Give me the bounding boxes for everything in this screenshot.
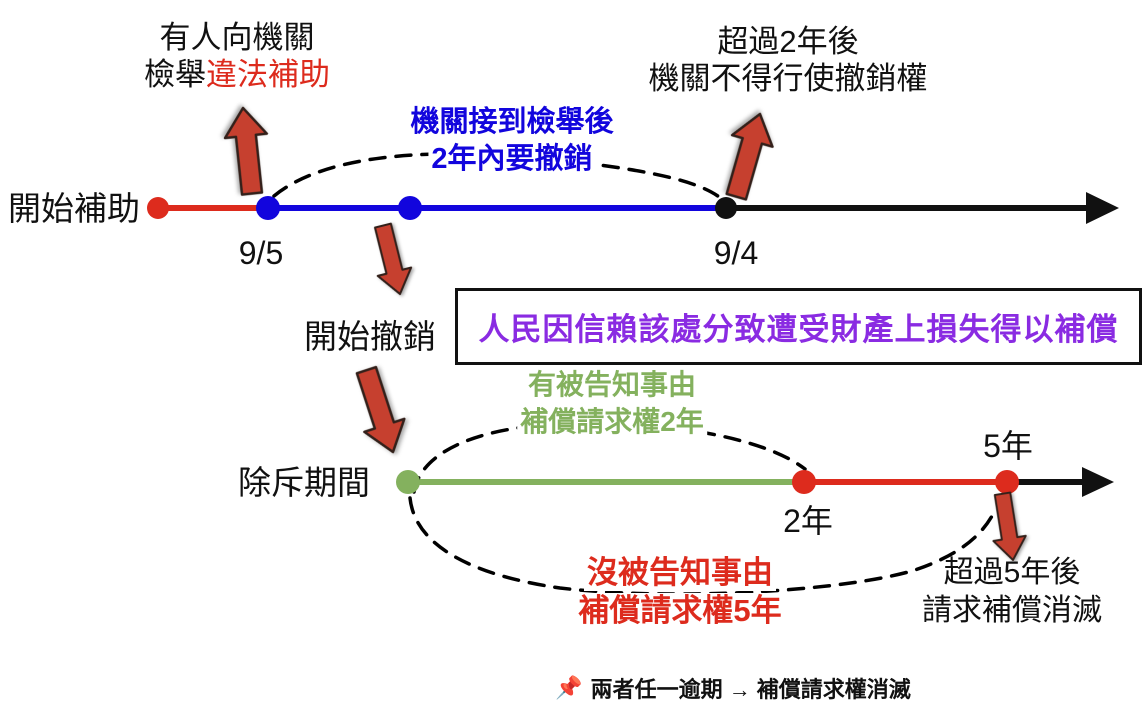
exclusion-period-label: 除斥期間: [238, 464, 370, 501]
expiry-up-arrow-icon: [725, 112, 774, 201]
bottom-timeline-arrowhead: [1082, 467, 1114, 497]
five-year-expiry-line1: 超過5年後: [943, 556, 1081, 589]
pushpin-icon: 📌: [555, 675, 583, 700]
two-year-expiry-line1: 超過2年後: [717, 24, 859, 59]
subsidy-start-label: 開始補助: [8, 190, 140, 227]
tick-5-years: 5年: [983, 428, 1033, 464]
report-label-line2-black: 檢舉: [144, 57, 206, 92]
exclusion-start-dot: [396, 470, 420, 494]
exclusion-down-arrow-icon: [355, 365, 406, 454]
compensation-box-text: 人民因信賴該處分致遭受財產上損失得以補償: [478, 312, 1119, 347]
tick-9-4: 9/4: [713, 235, 759, 271]
ellipse-bottom-dashed-arc: [408, 496, 994, 596]
footer-note-text: 兩者任一逾期 → 補償請求權消滅: [590, 677, 911, 702]
compensation-box: 人民因信賴該處分致遭受財產上損失得以補償: [455, 288, 1142, 365]
two-year-claim-dot: [792, 470, 816, 494]
informed-note-line2: 補償請求權2年: [517, 406, 707, 439]
tick-2-years: 2年: [783, 503, 833, 539]
five-year-claim-dot: [995, 470, 1019, 494]
not-informed-note-line1: 沒被告知事由: [584, 555, 776, 591]
two-year-limit-dot: [715, 197, 737, 219]
revoke-down-arrow-icon: [373, 222, 413, 296]
five-year-down-arrow-icon: [992, 491, 1027, 561]
footer-note: 📌 兩者任一逾期 → 補償請求權消滅: [555, 672, 911, 704]
subsidy-start-dot: [147, 197, 169, 219]
deadline-note-line1: 機關接到檢舉後: [410, 106, 614, 138]
not-informed-note-line2: 補償請求權5年: [575, 593, 785, 629]
report-label-line2: 檢舉違法補助: [144, 57, 330, 93]
report-date-dot: [256, 196, 280, 220]
five-year-expiry-line2: 請求補償消滅: [922, 594, 1102, 627]
tick-9-5: 9/5: [238, 235, 284, 271]
report-label-line2-red: 違法補助: [206, 57, 330, 92]
top-timeline-arrowhead: [1086, 192, 1119, 224]
two-year-expiry-line2: 機關不得行使撤銷權: [648, 61, 928, 96]
report-label-line1: 有人向機關: [159, 20, 315, 55]
report-up-arrow-icon: [223, 106, 269, 196]
informed-note-line1: 有被告知事由: [527, 369, 697, 400]
revocation-begin-dot: [398, 196, 422, 220]
revocation-start-label: 開始撤銷: [304, 318, 436, 355]
deadline-note-line2: 2年內要撤銷: [428, 143, 596, 177]
